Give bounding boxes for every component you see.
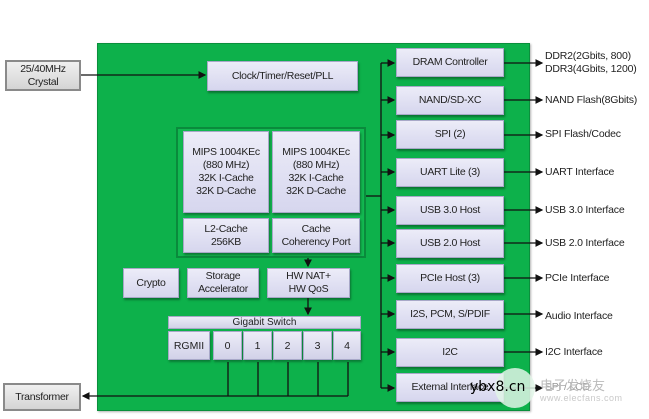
- switch-port-0: 0: [213, 331, 242, 360]
- crypto-label: Crypto: [136, 276, 166, 289]
- clock-timer-reset-pll-block: Clock/Timer/Reset/PLL: [207, 61, 358, 91]
- cpu-core-1-dcache: 32K D-Cache: [286, 185, 346, 197]
- port-label: 0: [224, 339, 231, 352]
- peripheral-label: SPI (2): [434, 128, 466, 140]
- peripheral-label: DRAM Controller: [412, 56, 488, 68]
- switch-port-2: 2: [273, 331, 302, 360]
- port-label: 4: [344, 339, 350, 352]
- cpu-core-0: MIPS 1004KEc (880 MHz) 32K I-Cache 32K D…: [183, 131, 269, 213]
- interface-dram-line2: DDR3(4Gbits, 1200): [545, 63, 637, 75]
- interface-label-usb2: USB 2.0 Interface: [545, 237, 625, 249]
- switch-port-3: 3: [303, 331, 332, 360]
- peripheral-label: NAND/SD-XC: [418, 94, 482, 106]
- switch-port-rgmii: RGMII: [168, 331, 210, 360]
- interface-dram-line1: DDR2(2Gbits, 800): [545, 50, 631, 62]
- peripheral-label: I2C: [442, 346, 458, 358]
- transformer-label: Transformer: [15, 390, 69, 403]
- crystal-label-line2: Crystal: [27, 75, 59, 88]
- peripheral-nand-sd: NAND/SD-XC: [396, 86, 504, 115]
- peripheral-i2c: I2C: [396, 338, 504, 367]
- interface-label-pcie: PCIe Interface: [545, 272, 610, 284]
- peripheral-spi: SPI (2): [396, 120, 504, 149]
- storage-accel-line2: Accelerator: [198, 283, 248, 295]
- switch-port-4: 4: [333, 331, 361, 360]
- cpu-core-0-dcache: 32K D-Cache: [196, 185, 256, 197]
- peripheral-usb3-host: USB 3.0 Host: [396, 196, 504, 225]
- cpu-core-1-name: MIPS 1004KEc: [282, 146, 350, 158]
- watermark-logo-icon: [495, 368, 535, 408]
- cpu-core-1: MIPS 1004KEc (880 MHz) 32K I-Cache 32K D…: [272, 131, 360, 213]
- port-label: 2: [284, 339, 291, 352]
- peripheral-uart-lite: UART Lite (3): [396, 158, 504, 187]
- interface-label-external: SPI / LCD: [545, 381, 590, 393]
- coherency-port-line2: Coherency Port: [281, 235, 351, 248]
- peripheral-usb2-host: USB 2.0 Host: [396, 229, 504, 258]
- port-label: 1: [254, 339, 261, 352]
- interface-label-dram: DDR2(2Gbits, 800) DDR3(4Gbits, 1200): [545, 50, 637, 76]
- hw-nat-line2: HW QoS: [288, 283, 329, 295]
- switch-port-1: 1: [243, 331, 272, 360]
- gigabit-switch-bar: Gigabit Switch: [168, 316, 361, 329]
- cpu-core-0-name: MIPS 1004KEc: [192, 146, 260, 158]
- peripheral-label: USB 2.0 Host: [419, 237, 480, 249]
- interface-label-i2c: I2C Interface: [545, 346, 603, 358]
- peripheral-label: USB 3.0 Host: [419, 204, 480, 216]
- l2-cache-block: L2-Cache 256KB: [183, 218, 269, 253]
- l2-cache-label: L2-Cache: [204, 222, 248, 235]
- cpu-core-0-icache: 32K I-Cache: [198, 172, 254, 184]
- watermark-site-cn: 电子发烧友: [540, 378, 606, 393]
- transformer-block: Transformer: [3, 383, 81, 411]
- switch-port-drops: [81, 362, 349, 400]
- crystal-block: 25/40MHz Crystal: [5, 60, 81, 91]
- interface-label-nand: NAND Flash(8Gbits): [545, 94, 638, 106]
- hw-nat-qos-block: HW NAT+ HW QoS: [267, 268, 350, 298]
- interface-label-audio: Audio Interface: [545, 310, 613, 322]
- crypto-block: Crypto: [123, 268, 179, 298]
- watermark-overlay-text: ybx8.cn: [470, 379, 526, 395]
- bus-branches: [381, 59, 396, 392]
- storage-accel-line1: Storage: [205, 270, 241, 282]
- cpu-core-1-icache: 32K I-Cache: [288, 172, 344, 184]
- peripheral-label: I2S, PCM, S/PDIF: [410, 308, 490, 320]
- storage-accelerator-block: Storage Accelerator: [187, 268, 259, 298]
- cpu-core-1-freq: (880 MHz): [292, 159, 340, 171]
- interface-label-uart: UART Interface: [545, 166, 615, 178]
- gigabit-switch-title: Gigabit Switch: [232, 317, 297, 328]
- watermark-site: www.elecfans.com: [540, 393, 623, 403]
- peripheral-i2s-pcm-spdif: I2S, PCM, S/PDIF: [396, 300, 504, 329]
- peripheral-dram-controller: DRAM Controller: [396, 48, 504, 77]
- interface-label-usb3: USB 3.0 Interface: [545, 204, 625, 216]
- interface-arrows: [504, 59, 544, 392]
- cpu-core-0-freq: (880 MHz): [202, 159, 250, 171]
- hw-nat-line1: HW NAT+: [286, 270, 331, 282]
- coherency-port-line1: Cache: [301, 222, 331, 235]
- peripheral-label: UART Lite (3): [420, 166, 480, 178]
- peripheral-external-interface: External Interface: [396, 373, 504, 402]
- crystal-label-line1: 25/40MHz: [20, 62, 66, 75]
- port-label: RGMII: [173, 339, 205, 352]
- l2-cache-size: 256KB: [210, 235, 241, 248]
- peripheral-label: PCIe Host (3): [420, 272, 480, 284]
- port-label: 3: [314, 339, 321, 352]
- interface-label-spi: SPI Flash/Codec: [545, 128, 621, 140]
- clock-block-label: Clock/Timer/Reset/PLL: [231, 69, 334, 82]
- peripheral-pcie-host: PCIe Host (3): [396, 264, 504, 293]
- peripheral-label: External Interface: [411, 381, 489, 393]
- cache-coherency-port-block: Cache Coherency Port: [272, 218, 360, 253]
